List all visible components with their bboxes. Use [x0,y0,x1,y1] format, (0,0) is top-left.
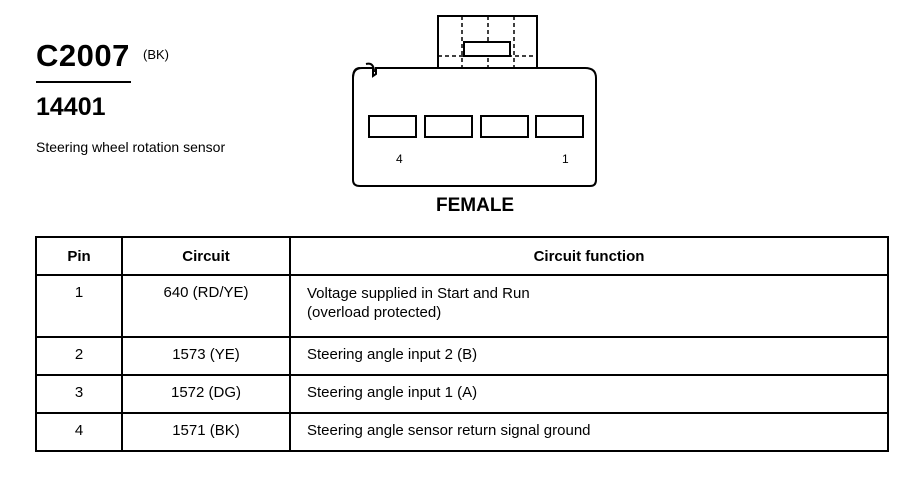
cell-circuit-function: Steering angle input 2 (B) [289,336,889,376]
table-row: 3 1572 (DG) Steering angle input 1 (A) [35,374,889,414]
pin-cavity-2 [480,115,529,138]
cell-circuit: 640 (RD/YE) [121,274,291,338]
pin-cavity-1 [535,115,584,138]
connector-id: C2007 [36,38,130,73]
header-circuit-function: Circuit function [289,236,889,276]
function-line: Voltage supplied in Start and Run [307,285,530,302]
cell-circuit: 1572 (DG) [121,374,291,414]
table-row: 1 640 (RD/YE) Voltage supplied in Start … [35,274,889,338]
pin-label-1: 1 [562,152,569,166]
connector-gender-label: FEMALE [436,195,515,216]
connector-color-code: (BK) [143,47,169,62]
function-line: (overload protected) [307,304,442,321]
cell-pin: 1 [35,274,123,338]
cell-pin: 2 [35,336,123,376]
cell-circuit-function: Steering angle input 1 (A) [289,374,889,414]
cell-circuit-function: Steering angle sensor return signal grou… [289,412,889,452]
connector-id-underline [36,81,131,83]
header-circuit: Circuit [121,236,291,276]
table-header-row: Pin Circuit Circuit function [35,236,889,276]
connector-latch-tab [463,41,511,57]
pin-cavity-3 [424,115,473,138]
connector-description: Steering wheel rotation sensor [36,139,226,155]
table-row: 4 1571 (BK) Steering angle sensor return… [35,412,889,452]
pin-label-4: 4 [396,152,403,166]
cell-circuit-function: Voltage supplied in Start and Run (overl… [289,274,889,338]
pin-circuit-table: Pin Circuit Circuit function 1 640 (RD/Y… [35,236,889,452]
table-row: 2 1573 (YE) Steering angle input 2 (B) [35,336,889,376]
pin-cavity-4 [368,115,417,138]
cell-circuit: 1573 (YE) [121,336,291,376]
cell-pin: 3 [35,374,123,414]
cell-circuit: 1571 (BK) [121,412,291,452]
connector-face-diagram [352,15,597,187]
cell-pin: 4 [35,412,123,452]
header-pin: Pin [35,236,123,276]
part-number: 14401 [36,93,106,121]
